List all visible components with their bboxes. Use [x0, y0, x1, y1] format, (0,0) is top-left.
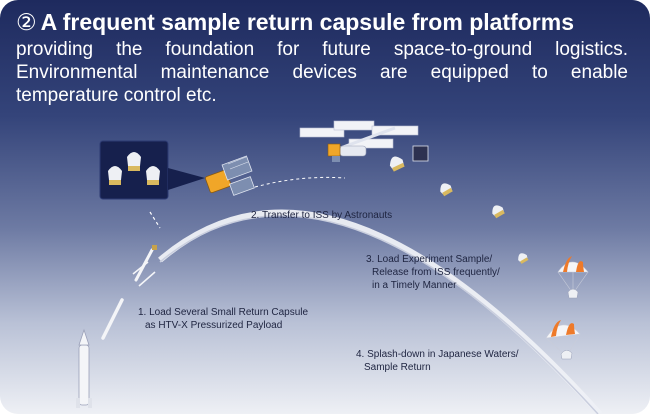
earth-arc: [158, 209, 603, 414]
earth-arc-shade: [159, 215, 599, 414]
return-capsule-icon: [389, 156, 405, 172]
subtitle-line-1: providing the foundation for future spac…: [16, 39, 628, 60]
step-3-line-1: 3. Load Experiment Sample/: [366, 254, 493, 265]
step-2-line-1: 2. Transfer to ISS by Astronauts: [251, 210, 393, 221]
step-3-line-3: in a Timely Manner: [372, 280, 457, 291]
parachute-icon: [545, 320, 581, 360]
step-1-line-1: 1. Load Several Small Return Capsule: [138, 307, 309, 318]
iss-station-icon: [299, 120, 419, 162]
transfer-path: [254, 176, 346, 188]
released-capsules: [389, 145, 529, 264]
htv-x-spacecraft-icon: [205, 155, 255, 196]
step-2-label: 2. Transfer to ISS by Astronauts: [251, 209, 392, 222]
subtitle-line-3: temperature control etc.: [16, 85, 217, 106]
title-text: A frequent sample return capsule from pl…: [40, 9, 574, 35]
step-4-line-2: Sample Return: [364, 362, 431, 373]
return-capsule-icon: [108, 152, 160, 185]
page-subtitle: providing the foundation for future spac…: [16, 38, 628, 107]
capsule-container-icon: [412, 145, 429, 162]
launch-path: [149, 211, 161, 229]
parachute-icon: [557, 256, 589, 299]
step-3-line-2: Release from ISS frequently/: [372, 267, 500, 278]
return-capsule-icon: [518, 253, 529, 264]
step-4-label: 4. Splash-down in Japanese Waters/ Sampl…: [356, 348, 519, 374]
title-number: ②: [16, 9, 37, 35]
step-1-label: 1. Load Several Small Return Capsule as …: [138, 306, 308, 332]
capsule-callout: [99, 140, 205, 200]
return-capsule-icon: [492, 205, 505, 219]
rocket-icon: [76, 245, 157, 408]
step-4-line-1: 4. Splash-down in Japanese Waters/: [356, 349, 519, 360]
step-1-line-2: as HTV-X Pressurized Payload: [145, 320, 283, 331]
subtitle-line-2: Environmental maintenance devices are eq…: [16, 62, 628, 83]
return-capsule-icon: [440, 183, 453, 197]
step-3-label: 3. Load Experiment Sample/ Release from …: [366, 253, 500, 292]
